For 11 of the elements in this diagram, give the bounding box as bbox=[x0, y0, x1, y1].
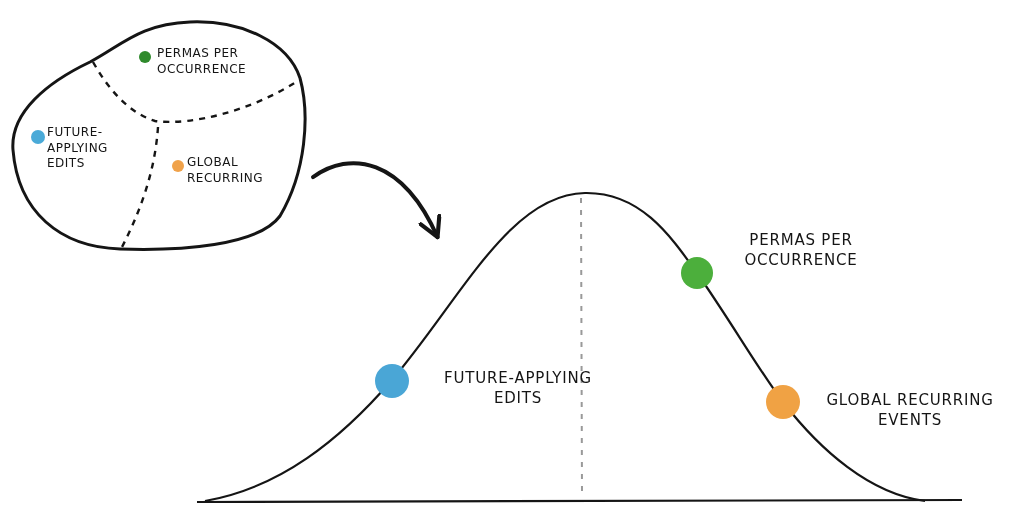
dot-icon bbox=[375, 364, 409, 398]
dot-icon bbox=[681, 257, 713, 289]
region-label: FUTURE-APPLYING EDITS bbox=[47, 125, 121, 172]
blob-shape bbox=[10, 18, 308, 252]
point-label: PERMAS PER OCCURRENCE bbox=[743, 230, 859, 271]
point-label: FUTURE-APPLYING EDITS bbox=[443, 368, 593, 409]
curved-arrow bbox=[311, 161, 441, 240]
region-label: GLOBAL RECURRING bbox=[187, 155, 279, 187]
region-label: PERMAS PER OCCURRENCE bbox=[157, 46, 257, 78]
dot-icon bbox=[766, 385, 800, 419]
point-label: GLOBAL RECURRING EVENTS bbox=[825, 390, 995, 431]
